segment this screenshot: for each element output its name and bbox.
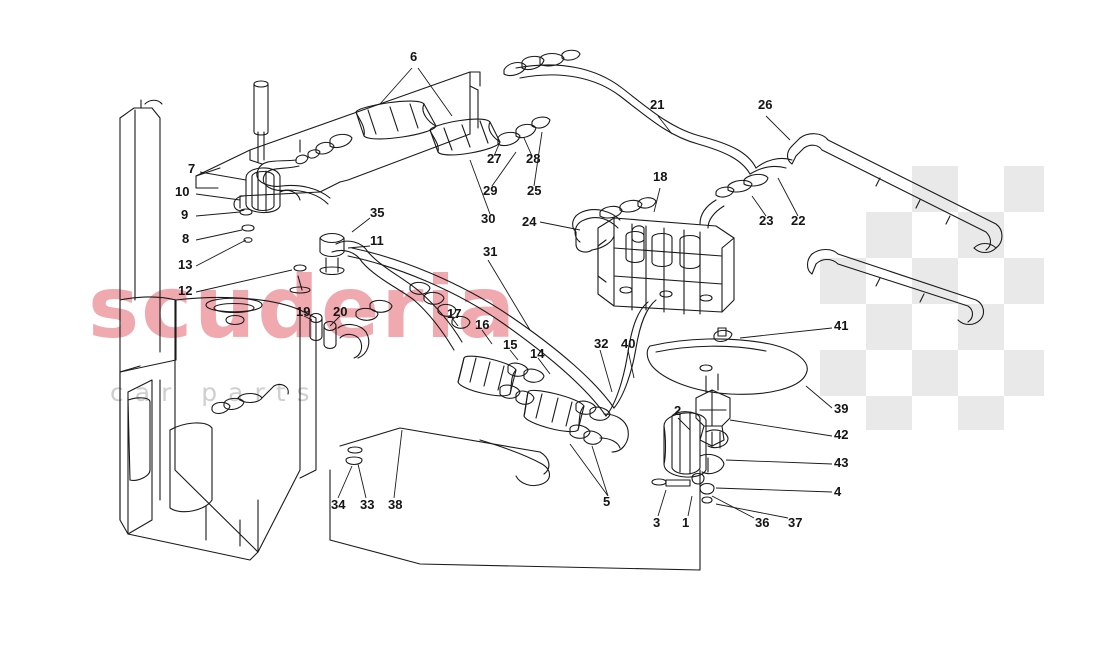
callout-26: 26 (758, 97, 773, 112)
callout-36: 36 (755, 515, 770, 530)
callout-17: 17 (447, 306, 462, 321)
callout-6: 6 (410, 49, 418, 64)
callout-23: 23 (759, 213, 774, 228)
callout-10: 10 (175, 184, 190, 199)
callout-19: 19 (296, 304, 311, 319)
callout-20: 20 (333, 304, 348, 319)
callout-35: 35 (370, 205, 385, 220)
callout-34: 34 (331, 497, 346, 512)
callout-15: 15 (503, 337, 518, 352)
callout-37: 37 (788, 515, 803, 530)
callout-11: 11 (370, 233, 384, 248)
callout-1: 1 (682, 515, 690, 530)
callout-25: 25 (527, 183, 542, 198)
callout-31: 31 (483, 244, 498, 259)
callout-28: 28 (526, 151, 541, 166)
callout-32: 32 (594, 336, 609, 351)
callout-41: 41 (834, 318, 849, 333)
callout-3: 3 (653, 515, 661, 530)
callout-39: 39 (834, 401, 849, 416)
callout-42: 42 (834, 427, 849, 442)
callout-14: 14 (530, 346, 545, 361)
callout-18: 18 (653, 169, 668, 184)
callout-29: 29 (483, 183, 498, 198)
callout-7: 7 (188, 161, 196, 176)
callout-43: 43 (834, 455, 849, 470)
callout-30: 30 (481, 211, 496, 226)
callout-13: 13 (178, 257, 193, 272)
callout-5: 5 (603, 494, 611, 509)
callout-21: 21 (650, 97, 665, 112)
callout-33: 33 (360, 497, 375, 512)
callout-16: 16 (475, 317, 490, 332)
callout-22: 22 (791, 213, 806, 228)
callout-38: 38 (388, 497, 403, 512)
callout-12: 12 (178, 283, 193, 298)
callout-2: 2 (674, 403, 682, 418)
callout-4: 4 (834, 484, 842, 499)
callout-27: 27 (487, 151, 502, 166)
callout-8: 8 (182, 231, 190, 246)
callout-40: 40 (621, 336, 636, 351)
callout-9: 9 (181, 207, 189, 222)
callout-24: 24 (522, 214, 537, 229)
